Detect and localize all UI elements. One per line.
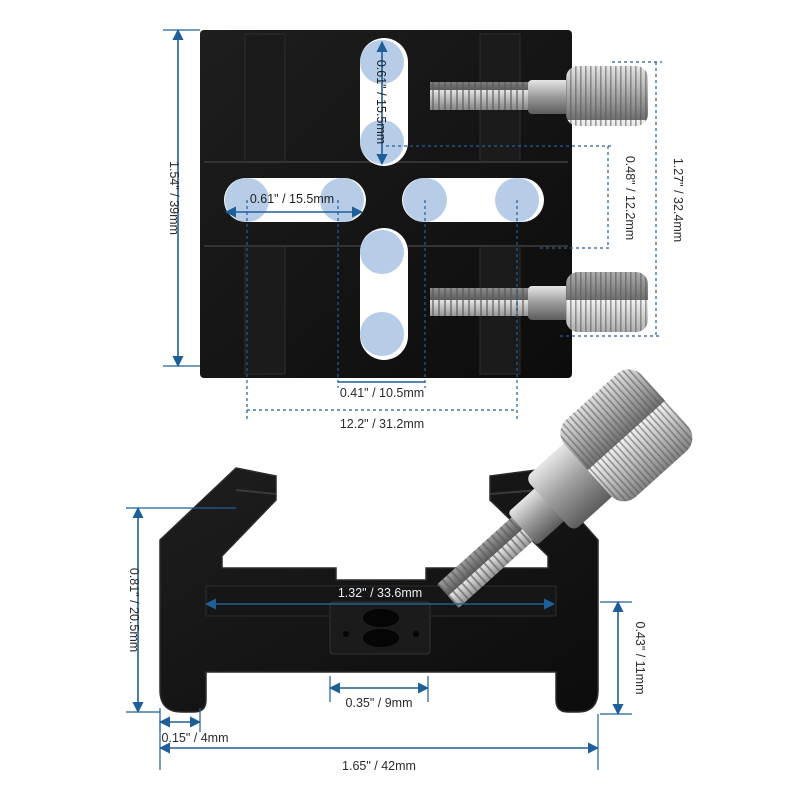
side-small-hole: [343, 631, 349, 637]
label-slot-horizontal: 0.61" / 15.5mm: [250, 192, 334, 206]
side-hole: [363, 609, 399, 627]
label-width-total: 1.65" / 42mm: [342, 759, 416, 773]
top-block-left-upper: [244, 33, 286, 163]
label-width-between: 12.2" / 31.2mm: [340, 417, 424, 431]
side-thumb-screw: [437, 369, 693, 608]
label-center-slot: 0.35" / 9mm: [346, 696, 413, 710]
jaw-edge: [235, 489, 277, 495]
label-screw-offset: 0.48" / 12.2mm: [623, 156, 637, 240]
label-slot-vertical: 0.61" / 15.5mm: [374, 60, 388, 144]
label-foot-height: 0.43" / 11mm: [633, 622, 647, 695]
slot-circle: [360, 312, 404, 356]
label-inner-width: 1.32" / 33.6mm: [338, 586, 422, 600]
label-side-height: 0.81" / 20.5mm: [127, 568, 141, 652]
slot-circle: [360, 230, 404, 274]
label-screw-spacing: 1.27" / 32.4mm: [671, 158, 685, 242]
top-block-left-lower: [244, 245, 286, 375]
side-hole: [363, 629, 399, 647]
label-slot-offset: 0.41" / 10.5mm: [340, 386, 424, 400]
jaw-edge: [489, 489, 541, 495]
thumb-screw-upper: [430, 66, 648, 126]
label-foot-width: 0.15" / 4mm: [162, 731, 229, 745]
label-height-total: 1.54" / 39mm: [167, 161, 181, 235]
thumb-screw-lower: [430, 272, 648, 332]
top-view: 1.54" / 39mm 0.61" / 15.5mm 0.61" / 15.5…: [163, 28, 685, 431]
side-view: 1.32" / 33.6mm 0.81" / 20.5mm 0.43" / 11…: [126, 369, 693, 773]
side-small-hole: [413, 631, 419, 637]
